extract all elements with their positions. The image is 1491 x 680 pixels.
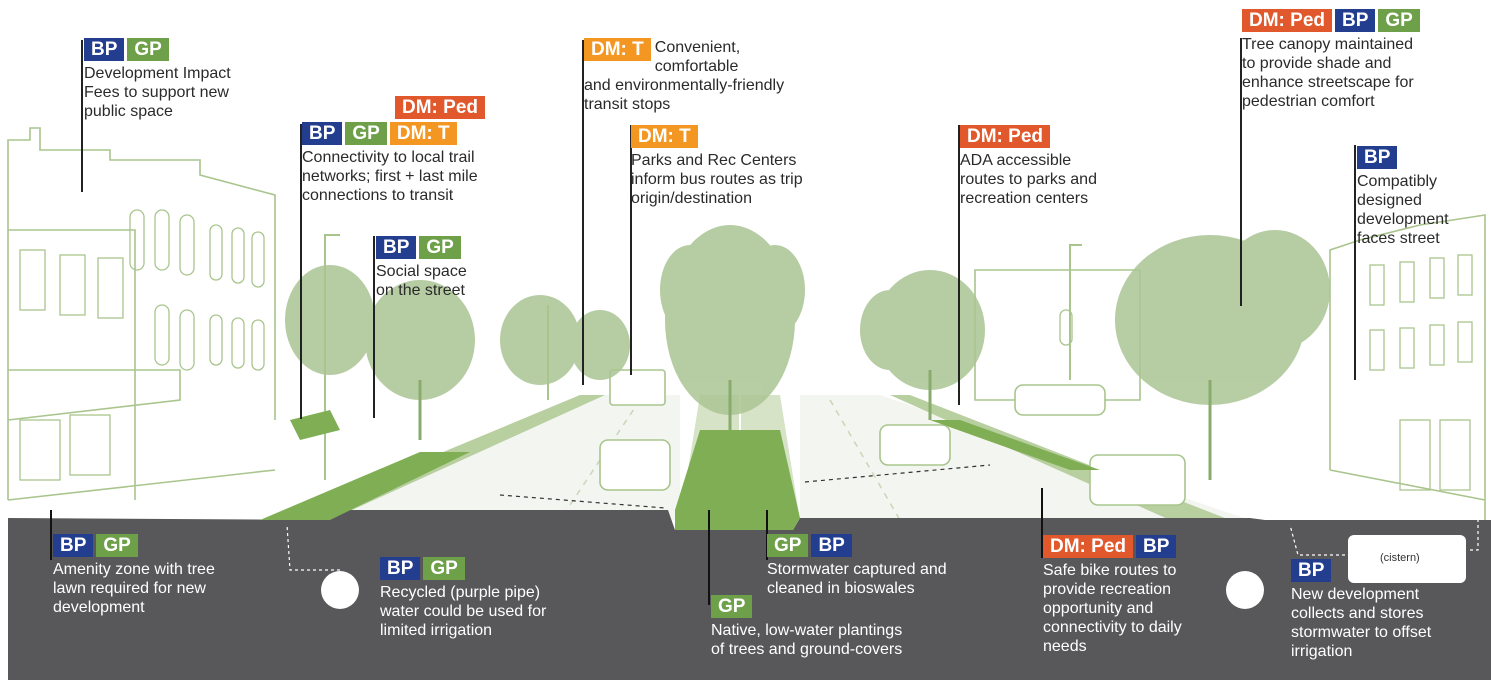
callout-text: Tree canopy maintained to provide shade … [1242,36,1414,110]
tag-gp: GP [423,557,465,580]
tag-bp: BP [1357,146,1398,169]
tag-gp: GP [345,122,387,145]
tag-bp: BP [811,534,852,557]
leader-line [81,40,83,192]
callout-amenity-zone: BP GP Amenity zone with tree lawn requir… [53,534,215,617]
tag-bp: BP [53,534,94,557]
tag-dm-t: DM: T [584,38,651,61]
tag-dm-ped: DM: Ped [1242,9,1332,32]
leader-line [373,236,375,418]
tag-gp: GP [711,595,753,618]
callout-text: Social space on the street [376,263,467,299]
callout-ada-routes: DM: Ped ADA accessible routes to parks a… [960,125,1097,208]
leader-line [958,125,960,405]
leader-line [1041,488,1043,558]
callout-text: Native, low-water plantings of trees and… [711,622,903,658]
leader-line [708,510,710,605]
tag-bp: BP [1291,559,1332,582]
callout-text: Connectivity to local trail networks; fi… [302,149,478,204]
leader-line [766,510,768,560]
tag-bp: BP [376,236,417,259]
leader-line [50,510,52,560]
callout-development-impact-fees: BP GP Development Impact Fees to support… [84,38,231,121]
callout-compatible-development: BP Compatibly designed development faces… [1357,146,1449,248]
tag-bp: BP [302,122,343,145]
leader-line [300,124,302,419]
cistern [1289,505,1479,583]
callout-parks-bus-routes: DM: T Parks and Rec Centers inform bus r… [631,125,803,208]
callout-text: ADA accessible routes to parks and recre… [960,152,1097,207]
left-buildings [7,127,276,501]
trees [285,225,1330,415]
right-buildings [974,214,1486,520]
callout-text: Safe bike routes to provide recreation o… [1043,562,1182,655]
callout-text: Recycled (purple pipe) water could be us… [380,584,547,639]
callout-social-space: BP GP Social space on the street [376,236,467,300]
leader-line [1354,145,1356,380]
callout-transit-stops: DM: T Convenient, comfortable and enviro… [584,38,784,114]
callout-trail-connectivity: DM: Ped BP GP DM: T Connectivity to loca… [302,96,485,205]
callout-text: New development collects and stores stor… [1291,586,1432,660]
tag-gp: GP [127,38,169,61]
leader-line [630,125,632,375]
callout-text: Development Impact Fees to support new p… [84,65,231,120]
tag-dm-ped: DM: Ped [1043,535,1133,558]
callout-bike-routes: DM: Ped BP Safe bike routes to provide r… [1043,535,1182,656]
cistern-label: (cistern) [1380,552,1420,564]
tag-bp: BP [380,557,421,580]
lamp-posts [324,234,1082,480]
tag-dm-ped: DM: Ped [395,96,485,119]
tag-gp: GP [419,236,461,259]
tag-gp: GP [767,534,809,557]
pipe-circles [321,571,1264,609]
tag-gp: GP [1378,9,1420,32]
callout-text: Parks and Rec Centers inform bus routes … [631,152,803,207]
callout-text: Convenient, comfortable and environmenta… [584,39,785,113]
callout-text: Stormwater captured and cleaned in biosw… [767,561,947,597]
tag-dm-ped: DM: Ped [960,125,1050,148]
callout-stormwater-storage: BP New development collects and stores s… [1291,559,1431,661]
callout-text: Compatibly designed development faces st… [1357,173,1449,247]
tag-bp: BP [1136,535,1177,558]
tag-dm-t: DM: T [389,122,457,145]
cars [599,369,1186,506]
leader-line [1240,38,1242,306]
tag-gp: GP [96,534,138,557]
callout-native-plantings: GP Native, low-water plantings of trees … [711,595,902,659]
leader-line [582,40,584,385]
tag-bp: BP [1335,9,1376,32]
callout-purple-pipe: BP GP Recycled (purple pipe) water could… [380,557,546,640]
callout-bioswales: GP BP Stormwater captured and cleaned in… [767,534,947,598]
tag-dm-t: DM: T [631,125,698,148]
tag-bp: BP [84,38,125,61]
callout-tree-canopy: DM: Ped BP GP Tree canopy maintained to … [1242,9,1420,111]
callout-text: Amenity zone with tree lawn required for… [53,561,215,616]
